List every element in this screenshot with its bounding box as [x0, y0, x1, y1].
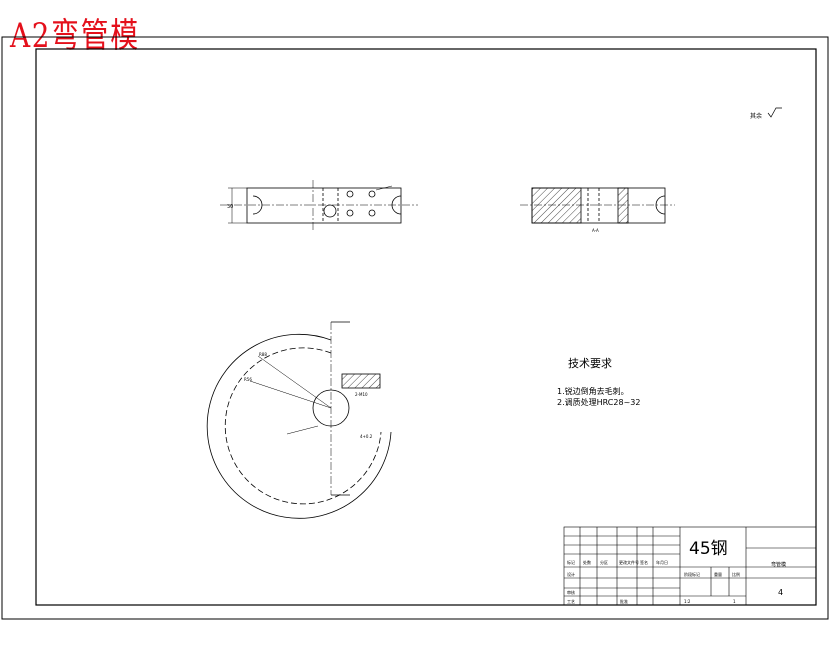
header-cell: 签名: [640, 559, 648, 565]
svg-text:30: 30: [227, 204, 233, 210]
roughness-note: 其余: [750, 107, 782, 120]
outer-border: [1, 36, 829, 620]
header-cell: 处数: [583, 559, 591, 565]
svg-text:其余: 其余: [750, 112, 762, 120]
stage-cell: 阶段标记: [684, 571, 700, 577]
material-cell: 45钢: [689, 539, 728, 559]
svg-text:4+0.2: 4+0.2: [360, 434, 373, 439]
inner-frame: [35, 48, 817, 606]
svg-text:R88: R88: [259, 352, 267, 357]
quantity-cell: 4: [778, 588, 783, 597]
title-block: 45钢 弯管模 4 1:2 1 标记 处数 分区 更改文件号 签名 年月日 设计…: [563, 526, 817, 606]
svg-text:技术要求: 技术要求: [568, 357, 612, 370]
svg-text:1.锐边倒角去毛刺。: 1.锐边倒角去毛刺。: [557, 386, 629, 396]
sheet-count-cell: 1: [733, 599, 736, 604]
svg-text:2-M10: 2-M10: [355, 392, 368, 397]
section-view: A-A: [520, 187, 675, 233]
technical-requirements: 技术要求 1.锐边倒角去毛刺。 2.调质处理HRC28~32: [557, 357, 640, 407]
stage-cell: 比例: [732, 571, 740, 577]
role-cell: 工艺: [567, 599, 575, 604]
part-name-cell: 弯管模: [771, 561, 786, 568]
svg-text:2.调质处理HRC28~32: 2.调质处理HRC28~32: [557, 397, 640, 407]
svg-text:R56: R56: [244, 377, 252, 382]
header-cell: 分区: [600, 559, 608, 565]
svg-text:A-A: A-A: [592, 228, 599, 233]
front-view: 30: [220, 180, 418, 232]
plan-view: R88 R56 2-M10 4+0.2: [206, 321, 392, 519]
header-cell: 更改文件号: [619, 559, 639, 565]
role-cell: 批准: [620, 598, 628, 604]
header-cell: 标记: [567, 559, 575, 565]
role-cell: 审核: [567, 589, 575, 595]
header-cell: 年月日: [656, 559, 668, 565]
scale-cell: 1:2: [684, 599, 691, 604]
role-cell: 设计: [567, 571, 575, 577]
stage-cell: 重量: [714, 571, 722, 577]
